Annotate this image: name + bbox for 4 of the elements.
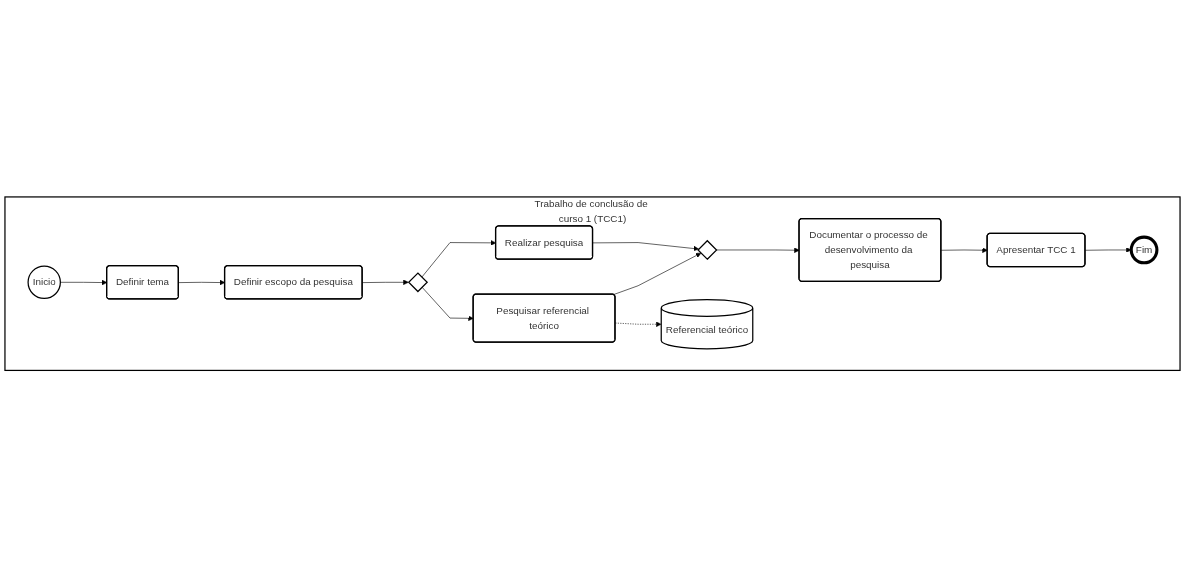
node-circle: Inicio: [27, 265, 61, 299]
node-diamond: [407, 272, 429, 293]
node-circle: Fim: [1129, 235, 1159, 265]
node-diamond: [697, 239, 718, 260]
